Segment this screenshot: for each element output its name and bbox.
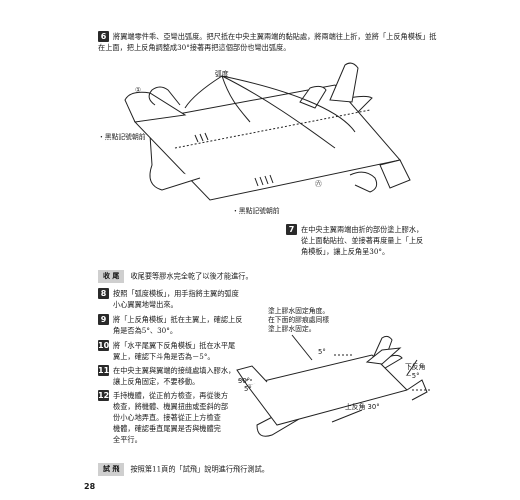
step-text-line: 將「水平尾翼下反角模板」抵在水平尾	[113, 341, 236, 350]
glue-note-line: 塗上膠水固定角度。	[268, 307, 330, 315]
step-text-line: 手持機體，從正前方檢查，再從後方	[113, 391, 229, 400]
step-number: 9	[98, 314, 109, 325]
down-angle-title: 下反角	[405, 363, 426, 371]
step-8: 8 按照「弧度模板」，用手指將主翼的弧度 小心翼翼地彎出來。	[98, 288, 258, 310]
circled-marker: ㊅	[315, 180, 322, 188]
angle-label-5: 5°	[318, 348, 326, 356]
step-number: 7	[286, 224, 297, 235]
step-number: 11	[98, 365, 110, 376]
step-text-line: 在中央主翼兩端由折的部份塗上膠水，	[301, 225, 424, 234]
section-tag: 收 尾	[98, 270, 125, 283]
step-9: 9 將「上反角模板」抵在主翼上，確認上反 角是否為5°、30°。	[98, 314, 258, 336]
step-text-line: 全平行。	[113, 435, 142, 444]
down-angle-label: 下反角 －5°	[405, 363, 425, 381]
glider-bending-diagram	[124, 62, 411, 201]
step-text-line: 將翼端零件乖、亞彎出弧度。把尺抵在中央主翼兩端的黏貼處，將兩端往上折，並將「上反…	[113, 32, 437, 41]
down-angle-value: －5°	[405, 372, 420, 380]
step-text-line: 在上面，把上反角調整成30°接著再把這個部份也彎出弧度。	[98, 43, 291, 52]
step-number: 12	[98, 390, 110, 401]
step-6: 6 將翼端零件乖、亞彎出弧度。把尺抵在中央主翼兩端的黏貼處，將兩端往上折，並將「上…	[98, 31, 438, 53]
step-text-line: 將「上反角模板」抵在主翼上，確認上反	[113, 315, 243, 324]
angle-label-5-right: 5°	[244, 385, 252, 393]
step-text-line: 按照「弧度模板」，用手指將主翼的弧度	[113, 289, 239, 298]
mark-label-front: ・黑點記號朝前	[98, 133, 146, 141]
step-text-line: 讓上反角固定，不要移動。	[113, 377, 200, 386]
glider-angle-diagram	[236, 334, 430, 437]
step-text-line: 小心翼翼地彎出來。	[113, 300, 178, 309]
step-number: 6	[98, 31, 109, 42]
inspection-note: 收 尾收尾要等膠水完全乾了以後才能進行。	[98, 270, 428, 283]
step-text-line: 從上面黏貼拉、並接著再度量上「上反	[301, 236, 424, 245]
up-angle-label: 上反角 30°	[345, 403, 380, 411]
angle-label-30: 30°	[238, 377, 251, 385]
mark-label-front: ・黑點記號朝前	[232, 207, 280, 215]
step-7: 7 在中央主翼兩端由折的部份塗上膠水， 從上面黏貼拉、並接著再度量上「上反 角模板…	[286, 224, 436, 257]
step-text-line: 在中央主翼與翼端的接縫處填入膠水，	[113, 366, 236, 375]
step-text-line: 角是否為5°、30°。	[113, 326, 178, 335]
step-number: 10	[98, 340, 110, 351]
step-text-line: 角模板」，讓上反角呈30°。	[301, 247, 390, 256]
glue-note: 塗上膠水固定角度。 在下面的膠痕處同樣 塗上膠水固定。	[268, 307, 329, 334]
page-number: 28	[84, 482, 96, 491]
section-text: 收尾要等膠水完全乾了以後才能進行。	[130, 271, 253, 281]
section-text: 按照第11頁的「試飛」說明進行飛行測試。	[130, 464, 269, 474]
circled-marker: ①	[135, 86, 142, 94]
glue-note-line: 塗上膠水固定。	[268, 325, 316, 333]
step-text-line: 翼上，確認下斗角是否為－5°。	[113, 352, 215, 361]
step-number: 8	[98, 288, 109, 299]
step-text-line: 機體，確認垂直尾翼是否與機體完	[113, 424, 221, 433]
step-text-line: 檢查，將機體、機翼扭曲或歪斜的部	[113, 402, 229, 411]
arc-label: 弧度	[215, 70, 229, 78]
section-tag: 試 飛	[98, 463, 125, 476]
glue-note-line: 在下面的膠痕處同樣	[268, 316, 330, 324]
step-text-line: 份小心地弄直。接著從正上方檢查	[113, 413, 221, 422]
test-flight-note: 試 飛按照第11頁的「試飛」說明進行飛行測試。	[98, 463, 428, 476]
